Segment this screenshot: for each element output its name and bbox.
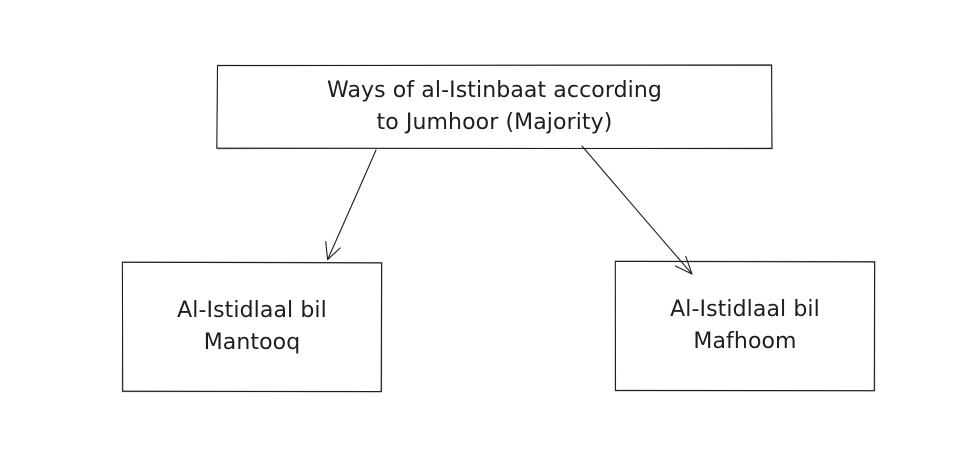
- arrow-to-left-head: [325, 241, 341, 261]
- left-child-label-line2: Mantooq: [203, 330, 301, 355]
- left-child-node[interactable]: Al-Istidlaal bil Mantooq: [122, 262, 382, 392]
- right-child-label-line2: Mafhoom: [693, 329, 797, 354]
- root-node-label-line1: Ways of al-Istinbaat according: [327, 78, 662, 103]
- arrow-to-right: [581, 145, 693, 275]
- root-box-sketch: [216, 64, 773, 150]
- arrow-to-right-head: [674, 255, 693, 275]
- root-node[interactable]: Ways of al-Istinbaat according to Jumhoo…: [217, 65, 772, 149]
- right-child-label-line1: Al-Istidlaal bil: [670, 297, 820, 322]
- root-node-label-line2: to Jumhoor (Majority): [376, 110, 613, 135]
- right-child-node[interactable]: Al-Istidlaal bil Mafhoom: [615, 261, 875, 391]
- left-child-label-line1: Al-Istidlaal bil: [177, 298, 327, 323]
- left-box-sketch: [121, 261, 383, 393]
- arrow-to-left: [327, 149, 377, 261]
- right-box-sketch: [614, 260, 876, 392]
